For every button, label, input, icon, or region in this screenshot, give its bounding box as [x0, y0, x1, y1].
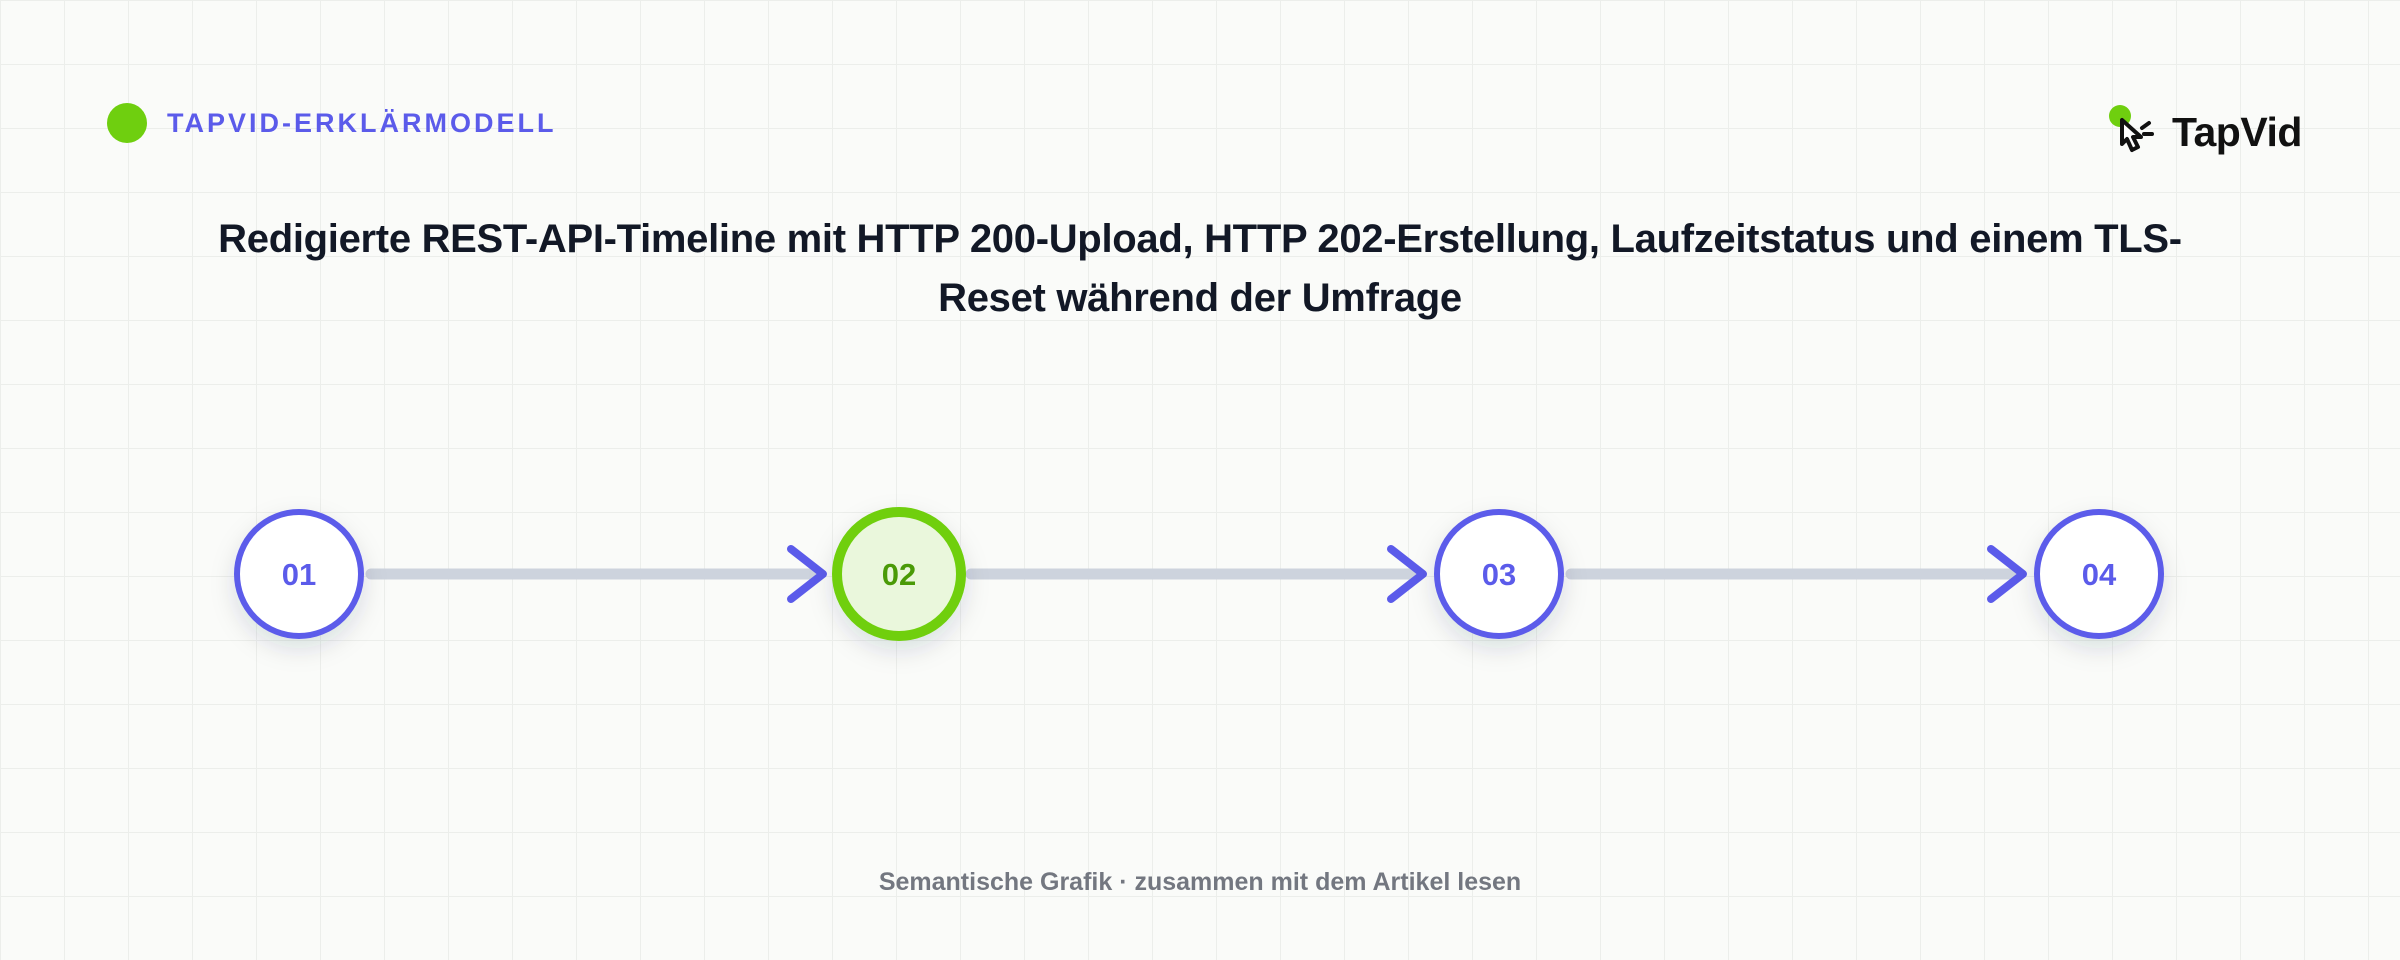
timeline-step-01: 01 — [234, 509, 364, 639]
step-label: 04 — [2082, 557, 2117, 592]
brand-tag: TAPVID-ERKLÄRMODELL — [107, 103, 556, 143]
step-label: 03 — [1482, 557, 1516, 592]
connector-arrow — [1565, 545, 2027, 603]
timeline-step-04: 04 — [2034, 509, 2164, 639]
step-label: 02 — [882, 557, 916, 592]
connector-arrow — [365, 545, 827, 603]
connector-arrow — [965, 545, 1427, 603]
step-node — [2034, 509, 2164, 639]
footer-note: Semantische Grafik · zusammen mit dem Ar… — [878, 868, 1522, 896]
step-label: 01 — [282, 557, 316, 592]
brand-label: TAPVID-ERKLÄRMODELL — [167, 108, 557, 138]
step-node — [234, 509, 364, 639]
step-node — [832, 507, 966, 641]
logo-text: TapVid — [2172, 109, 2302, 155]
tapvid-logo: TapVid — [2104, 100, 2302, 164]
pointer-hand-icon — [2109, 105, 2154, 152]
step-node — [1434, 509, 1564, 639]
brand-dot-icon — [107, 103, 147, 143]
timeline-step-03: 03 — [1434, 509, 1564, 639]
timeline-step-02: 02 — [832, 507, 966, 641]
diagram-title: Redigierte REST-API-Timeline mit HTTP 20… — [218, 217, 2182, 320]
